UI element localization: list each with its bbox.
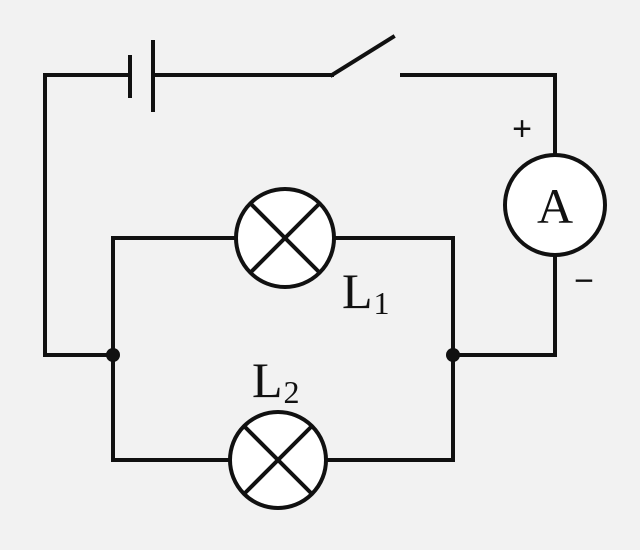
- junction-right: [446, 348, 460, 362]
- ammeter-ring: [503, 153, 607, 257]
- junction-left: [106, 348, 120, 362]
- lamp-2-letter: L: [252, 352, 283, 408]
- lamp-2-subscript: 2: [284, 374, 300, 410]
- wire-branch-1-right: [332, 236, 455, 357]
- wire-switch-to-ammeter: [400, 73, 557, 157]
- lamp-1-icon: [234, 187, 336, 289]
- battery-icon: [128, 40, 155, 112]
- switch-icon: [329, 34, 396, 78]
- wire-left-top: [43, 73, 132, 357]
- wire-branch-2-left: [111, 353, 232, 462]
- lamp-1-label: L1: [342, 263, 390, 321]
- lamp-2-icon: [228, 410, 328, 510]
- ammeter-minus-sign: −: [574, 262, 594, 300]
- wire-ammeter-to-junction: [451, 253, 557, 357]
- ammeter-symbol: A: [537, 178, 573, 234]
- ammeter: A: [503, 153, 607, 257]
- ammeter-plus-sign: +: [512, 110, 532, 148]
- lamp-1-letter: L: [342, 263, 373, 319]
- wire-branch-2-right: [324, 353, 455, 462]
- switch-blade: [329, 34, 396, 78]
- lamp-1-subscript: 1: [374, 285, 390, 321]
- wire-branch-1-left: [111, 236, 238, 357]
- lamp-2-label: L2: [252, 352, 300, 410]
